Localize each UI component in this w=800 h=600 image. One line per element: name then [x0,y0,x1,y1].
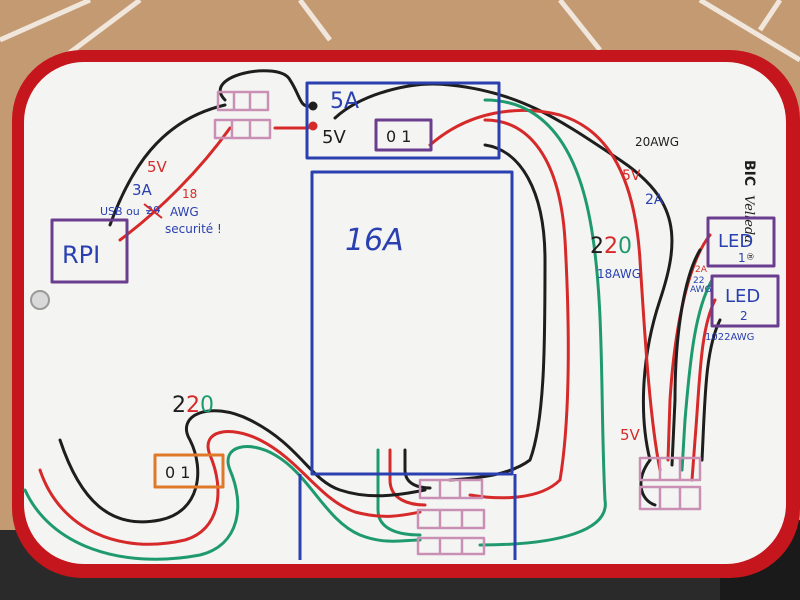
wire-led-black-2 [700,318,722,462]
label-left-securite: securité ! [165,222,222,236]
wire-green-16a-bottom [376,448,422,537]
label-rpi: RPI [62,241,100,269]
label-bottom-5v: 5V [620,426,641,444]
wire-black-top-loop [218,69,312,108]
label-5v-top: 5V [322,127,346,148]
wire-green-right [478,98,607,547]
label-led-2a: 2A [695,265,708,275]
top-switch-box [374,118,433,152]
power-supply-16a-box [310,170,514,476]
wire-red-16a-bottom [388,448,427,507]
label-mid-220: 220 [590,234,632,259]
wire-led-red-2 [690,298,717,482]
led1-box [706,216,776,268]
hanging-hole [30,290,50,310]
whiteboard-surface [24,62,786,564]
wire-red-rpi [118,126,232,242]
label-mid-18awg: 18AWG [597,267,641,281]
bottom-right-connectors [638,456,702,511]
strike-mark [143,203,163,219]
label-right-5v: 5V [622,168,641,184]
label-led2-num: 2 [740,309,748,323]
wire-red-right-2 [468,118,570,500]
label-left-3a: 3A [132,181,153,199]
brand-logo: BIC [741,160,757,186]
label-left-5v: 5V [147,158,168,176]
bottom-center-connectors [416,478,486,556]
power-supply-5a-box [305,81,501,160]
label-bottom-220: 220 [172,393,214,418]
label-16a: 16A [345,223,404,258]
bottom-switch-box [153,453,225,489]
label-left-18: 18 [182,187,197,201]
label-led-awg: AWG [690,285,712,295]
wire-black-right-2 [448,143,547,482]
wire-red-bottom-loop [38,430,422,546]
components [50,81,780,560]
terminal-red-dot [308,121,318,131]
label-led-22: 22 [693,276,704,286]
label-led-22awg: 1022AWG [705,332,754,343]
label-bottom-switch: 0 1 [165,463,190,482]
wire-black-16a-bottom [403,448,432,490]
label-20awg: 20AWG [635,135,679,149]
label-top-switch: 0 1 [386,127,411,146]
wire-black-bottom-loop [58,409,427,524]
wire-black-rpi [108,103,227,227]
label-right-2a: 2A [645,192,664,208]
top-connectors [213,90,272,140]
terminal-black-dot [308,101,318,111]
label-led1-num: 1 [738,251,746,265]
wire-green-bottom-loop [23,445,422,561]
wire-led-black-1 [670,248,702,467]
label-left-usb: USB ou [100,205,140,218]
label-led1: LED [718,231,753,252]
labels: 5A 5V 0 1 RPI 5V 3A USB ou 20 18 AWG sec… [62,89,760,482]
label-led2: LED [725,286,760,307]
wire-led-green-1 [680,278,714,472]
label-left-awg: AWG [170,205,199,219]
rpi-box [50,218,129,284]
led2-box [710,274,780,328]
brand-suffix: ® [744,252,754,261]
label-5a: 5A [330,89,359,114]
